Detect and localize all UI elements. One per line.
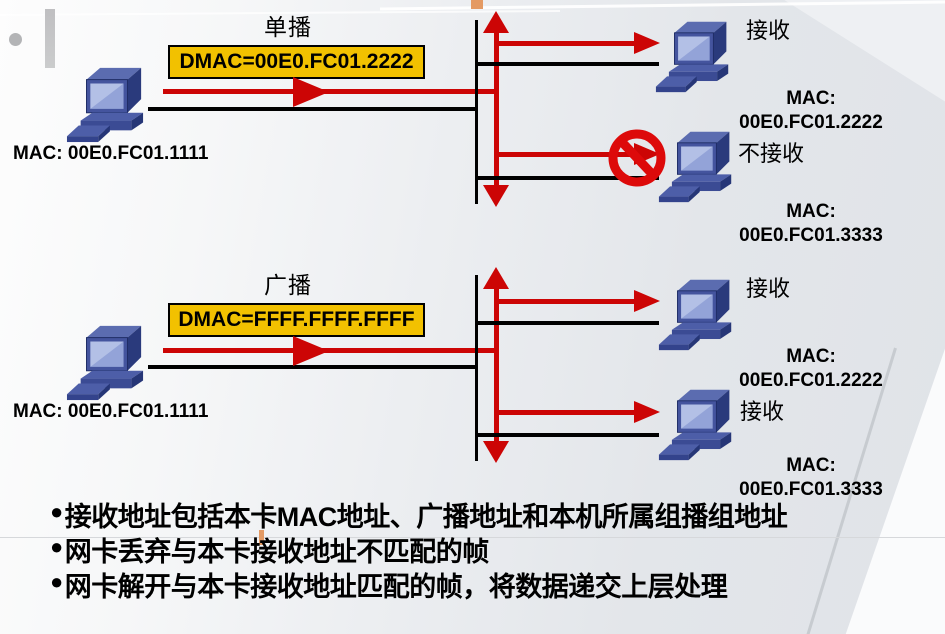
unicast-receiver1-mac: MAC: 00E0.FC01.2222 (739, 88, 883, 133)
computer-icon (658, 389, 732, 461)
frame-arrow (163, 89, 499, 94)
bus-line (475, 20, 478, 204)
frame-arrow (499, 410, 640, 415)
bullet-icon: ● (50, 569, 63, 594)
bus-red-line (494, 28, 499, 188)
arrow-down-icon (483, 441, 509, 463)
arrow-up-icon (483, 267, 509, 289)
bullet-text: 接收地址包括本卡MAC地址、广播地址和本机所属组播组地址 (64, 502, 788, 532)
unicast-dmac-box: DMAC=00E0.FC01.2222 (168, 45, 425, 79)
computer-icon (658, 279, 732, 351)
divider-line (0, 537, 945, 538)
bullet-text: 网卡丢弃与本卡接收地址不匹配的帧 (64, 537, 490, 567)
accent-square (259, 530, 264, 545)
broadcast-dmac-box: DMAC=FFFF.FFFF.FFFF (168, 303, 425, 337)
arrowhead-icon (634, 290, 660, 312)
ethernet-wire (477, 321, 659, 325)
unicast-receiver2-status: 不接收 (738, 141, 805, 166)
ethernet-wire (477, 176, 659, 180)
bullet-icon: ● (50, 499, 63, 524)
frame-arrow (499, 299, 640, 304)
arrow-down-icon (483, 185, 509, 207)
broadcast-sender-mac: MAC: 00E0.FC01.1111 (13, 401, 209, 422)
decor-bar (45, 9, 55, 68)
broadcast-receiver1-status: 接收 (746, 276, 791, 301)
bullet-icon: ● (50, 534, 63, 559)
ethernet-wire (477, 62, 659, 66)
arrowhead-icon (634, 32, 660, 54)
prohibition-icon (606, 127, 668, 189)
frame-arrow (163, 348, 499, 353)
list-item: ● 网卡丢弃与本卡接收地址不匹配的帧 (50, 530, 930, 567)
arrow-up-icon (483, 11, 509, 33)
ethernet-wire (477, 433, 659, 437)
broadcast-receiver1-mac: MAC: 00E0.FC01.2222 (739, 346, 883, 391)
bus-red-line (494, 286, 499, 444)
ethernet-wire (148, 107, 478, 111)
bullet-list: ● 接收地址包括本卡MAC地址、广播地址和本机所属组播组地址 ● 网卡丢弃与本卡… (50, 495, 930, 602)
bullet-text: 网卡解开与本卡接收地址匹配的帧，将数据递交上层处理 (64, 572, 728, 602)
bus-line (475, 275, 478, 461)
broadcast-receiver2-mac: MAC: 00E0.FC01.3333 (739, 455, 883, 500)
computer-icon (66, 67, 144, 143)
list-item: ● 接收地址包括本卡MAC地址、广播地址和本机所属组播组地址 (50, 495, 930, 532)
frame-arrow (499, 41, 640, 46)
broadcast-receiver2-status: 接收 (740, 399, 785, 424)
computer-icon (655, 21, 729, 93)
unicast-receiver1-status: 接收 (746, 18, 791, 43)
accent-square (471, 0, 483, 9)
arrowhead-icon (293, 77, 329, 107)
list-item: ● 网卡解开与本卡接收地址匹配的帧，将数据递交上层处理 (50, 565, 930, 602)
unicast-sender-mac: MAC: 00E0.FC01.1111 (13, 143, 209, 164)
decor-circle (9, 33, 22, 46)
arrowhead-icon (634, 401, 660, 423)
unicast-receiver2-mac: MAC: 00E0.FC01.3333 (739, 201, 883, 246)
unicast-title: 单播 (264, 14, 312, 40)
computer-icon (66, 325, 144, 401)
frame-arrow (499, 152, 640, 157)
broadcast-title: 广播 (264, 272, 312, 298)
ethernet-wire (148, 365, 478, 369)
arrowhead-icon (293, 336, 329, 366)
